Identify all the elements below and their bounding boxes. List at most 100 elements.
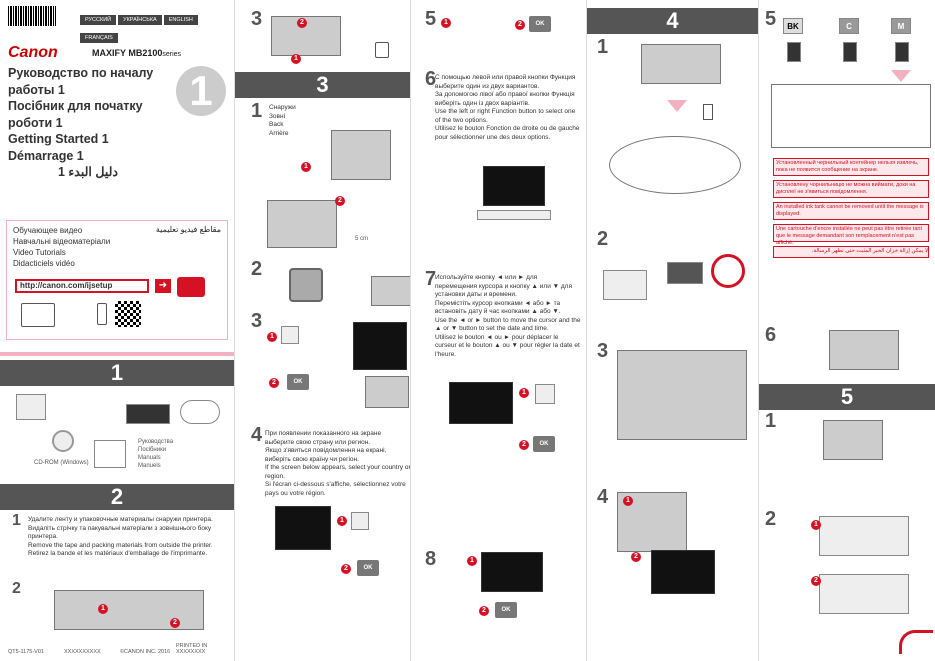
col3-step5-callout: 1 [441,18,451,28]
power-button-icon[interactable] [289,268,323,302]
date-time-screen [449,382,513,424]
printer-front-illustration [371,276,410,306]
title-fr: Démarrage 1 [8,148,84,163]
trash-icon [375,42,389,58]
section-3-step-1: 1 [251,100,263,122]
guide-number-badge: 1 [176,66,226,116]
col3-step5-callout-2: 2 [515,20,525,30]
col3-step8-callout-1: 1 [467,556,477,566]
footer-mid2: ©CANON INC. 2016 [120,649,171,655]
section-1-header: 1 [0,360,234,386]
cdrom-label: CD-ROM (Windows) [34,460,89,466]
ink-c: C [839,18,859,34]
warning-ar: لا يمكن إزالة خزان الحبر المثبت حتى تظهر… [773,246,929,258]
column-1-divider-top [0,352,234,356]
printer-tape-illustration [54,590,204,630]
section-2-step-1: 1 [12,512,21,529]
s3-callout-1: 1 [301,162,311,172]
arrow-button-s7[interactable] [535,384,555,404]
s3-callout-2: 2 [335,196,345,206]
lang-tab-ru[interactable]: РУССКИЙ [80,15,117,25]
arrow-button-illustration[interactable] [281,326,299,344]
column-5: 5 BK C M Установленный чернильный контей… [758,0,935,661]
col3-step-7: 7 [425,268,437,290]
video-ar: مقاطع فيديو تعليمية [155,225,221,234]
section-3-step-2: 2 [251,258,263,280]
s5-step-1: 1 [765,410,777,432]
c5-step-6: 6 [765,324,777,346]
lang-tab-en[interactable]: ENGLISH [163,15,198,25]
ok-button-s8[interactable]: OK [495,602,517,618]
col2-top-callout-1: 1 [291,54,301,64]
callout-1: 1 [98,604,108,614]
ok-button-s3[interactable]: OK [287,374,309,390]
s5-callout-1: 1 [811,520,821,530]
printer-back-illustration [331,130,391,180]
col3-step8-callout-2: 2 [479,606,489,616]
setup-url[interactable]: http://canon.com/ijsetup [15,279,149,293]
section-2-step1-text: Удалите ленту и упаковочные материалы сн… [28,516,213,557]
s4-printer-open [641,44,721,84]
warning-uk: Установлену чорнильницю не можна виймати… [773,180,929,198]
ok-button-step5[interactable]: OK [529,16,551,32]
warning-fr: Une cartouche d'encre installée ne peut … [773,224,929,246]
section-4-header: 4 [587,8,758,34]
column-4: 4 1 2 3 4 1 2 [586,0,758,661]
video-uk: Навчальні відеоматеріали [13,237,111,246]
function-buttons[interactable] [477,210,551,220]
ok-button-s7[interactable]: OK [533,436,555,452]
s4-ink-package [603,270,647,300]
col3-step7-callout-1: 1 [519,388,529,398]
warning-ru: Установленный чернильный контейнер нельз… [773,158,929,176]
section-5-header: 5 [759,384,935,410]
video-en: Video Tutorials [13,248,66,257]
manuals-illustration [94,440,126,468]
title-en: Getting Started 1 [8,132,109,146]
final-screen [481,552,543,592]
warning-en: An installed ink tank cannot be removed … [773,202,929,220]
s4-printer-carriage [609,136,741,194]
section-3-step-3: 3 [251,310,263,332]
ink-bk-tank [787,42,801,62]
ink-bk: BK [783,18,803,34]
qr-code [115,301,141,327]
section-2-header: 2 [0,484,234,510]
s4-ink-yellow-tank [667,262,703,284]
s5-tray-out [823,420,883,460]
col3-step-6: 6 [425,68,437,90]
printer-panel-illustration [365,376,409,408]
arrow-button-s4[interactable] [351,512,369,530]
lang-tab-fr[interactable]: FRANÇAIS [80,33,118,43]
power-cord-illustration [180,400,220,424]
c5-step-5: 5 [765,8,777,30]
video-labels: Обучающее видео Навчальні відеоматеріали… [13,225,110,269]
s3-step4-callout-1: 1 [337,516,347,526]
col3-step7-callout-2: 2 [519,440,529,450]
ink-m: M [891,18,911,34]
product-name: MAXIFY MB2100series [92,48,182,58]
country-screen [275,506,331,550]
col2-step-3-top: 3 [251,8,263,30]
s5-callout-2: 2 [811,576,821,586]
col3-step-8: 8 [425,548,437,570]
section-3-step-4: 4 [251,424,263,446]
title-ru: Руководство по началу работы 1 [8,66,154,97]
s4-step-2: 2 [597,228,609,250]
col3-step7-text: Используйте кнопку ◄ или ► для перемещен… [435,274,581,358]
laptop-icon [21,303,55,327]
column-3: 5 1 OK 2 6 С помощью левой или правой кн… [410,0,586,661]
title-ar: دليل البدء 1 [57,165,118,179]
s4-step-1: 1 [597,36,609,58]
section-3-header: 3 [235,72,410,98]
lang-tab-uk[interactable]: УКРАЇНСЬКА [118,15,162,25]
col2-top-callout-2: 2 [297,18,307,28]
s3-step4-callout-2: 2 [341,564,351,574]
section-2-step-2: 2 [12,580,21,597]
video-icon [177,277,205,297]
ok-button-s4[interactable]: OK [357,560,379,576]
title-block: Руководство по началу работы 1 Посібник … [8,65,168,181]
